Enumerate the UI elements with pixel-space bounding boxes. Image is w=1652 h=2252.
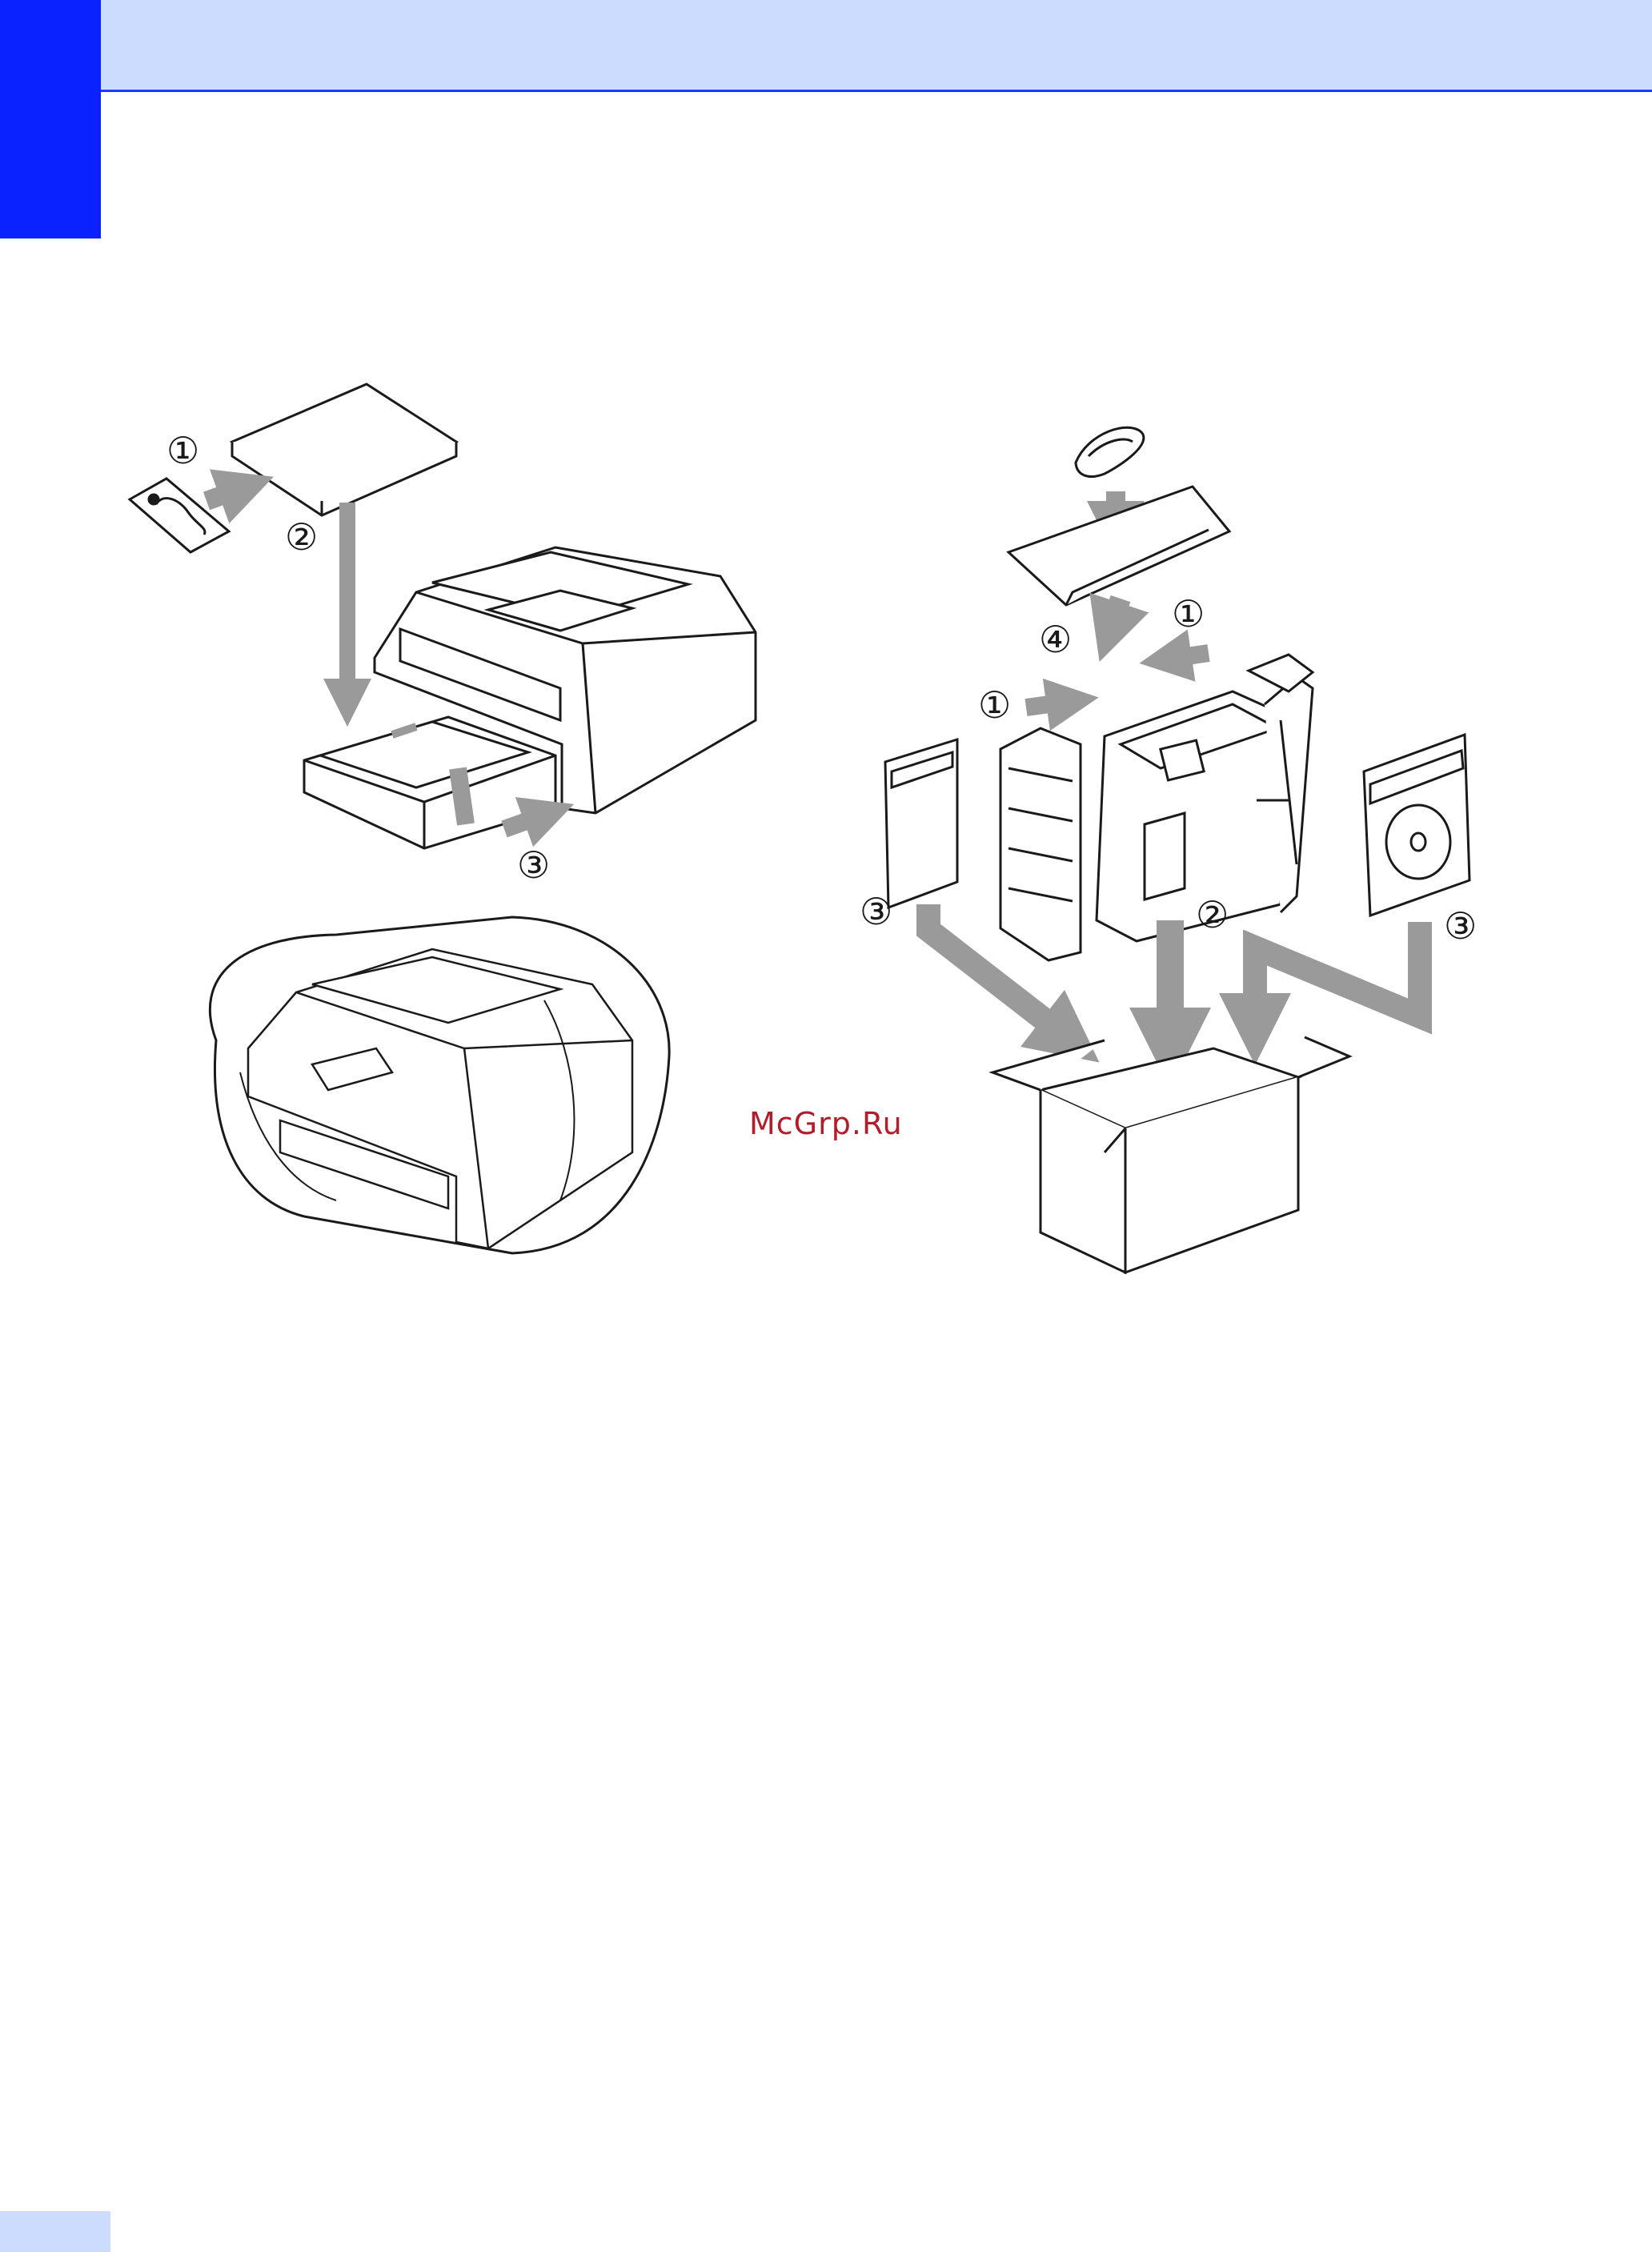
manual-book-icon [232, 384, 456, 515]
step-2-label: ② [285, 519, 318, 555]
cd-bag-icon [1364, 735, 1470, 916]
cord-bundle-icon [1076, 427, 1144, 476]
bagged-printer-icon [210, 917, 669, 1253]
document-bag-icon [885, 739, 957, 908]
step-1-label: ① [166, 432, 199, 469]
arrow-cord-to-book [206, 487, 247, 501]
watermark: McGrp.Ru [749, 1106, 903, 1141]
step-4-label: ④ [1039, 621, 1072, 658]
step-1-label: ① [1172, 595, 1205, 632]
step-1-label: ① [978, 687, 1011, 723]
step-2-label: ② [1196, 896, 1229, 933]
carton-box-icon [992, 1037, 1349, 1272]
printer-with-tray-icon [304, 547, 756, 848]
arrow-left-side-in [1026, 701, 1073, 707]
step-3-label: ③ [1444, 908, 1477, 944]
step-3-label: ③ [860, 893, 892, 930]
arrow-cd-to-box [1255, 922, 1420, 1029]
step-3-label: ③ [517, 847, 550, 884]
arrow-right-side-in [1165, 653, 1209, 659]
arrow-cushion-down [1109, 599, 1121, 632]
